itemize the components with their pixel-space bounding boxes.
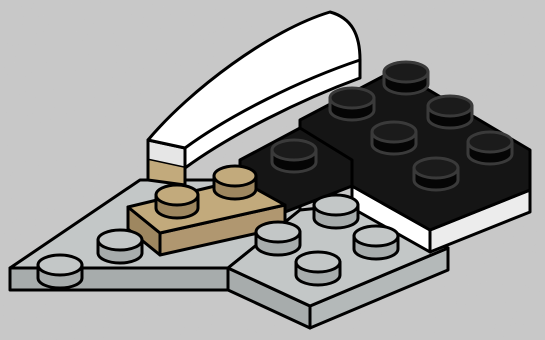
stud xyxy=(296,252,340,285)
stud xyxy=(314,195,358,228)
stud xyxy=(214,166,256,199)
stud xyxy=(384,62,428,94)
stud xyxy=(354,226,398,259)
stud xyxy=(330,88,374,120)
stud xyxy=(414,158,458,190)
stud xyxy=(428,96,472,128)
stud xyxy=(272,140,316,172)
stud xyxy=(468,132,512,164)
stud xyxy=(98,230,142,263)
stud xyxy=(156,185,198,218)
stud xyxy=(38,255,82,288)
stud xyxy=(256,222,300,255)
stud xyxy=(372,122,416,154)
